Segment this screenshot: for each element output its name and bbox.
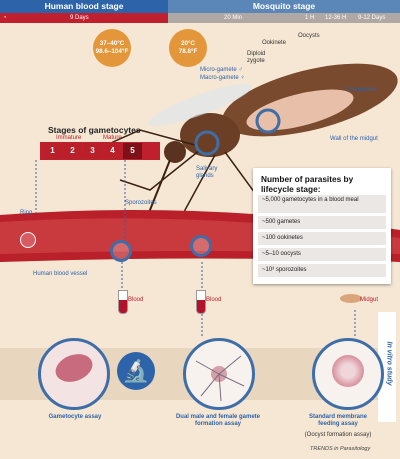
label-ookinete: Ookinete — [262, 40, 287, 46]
in-vitro-strip — [378, 312, 396, 422]
mosquito-head — [164, 141, 186, 163]
mosquito-midgut — [246, 89, 354, 131]
count-row-ookinetes: ~100 ookinetes — [258, 232, 386, 245]
exflagellation-icon — [195, 355, 245, 402]
human-stage-header: Human blood stage — [0, 0, 168, 13]
label-mature: Mature — [103, 135, 122, 141]
label-blood-2: Blood — [206, 297, 222, 303]
gametocyte-assay-caption: Gametocyte assay — [48, 414, 102, 420]
label-midgut: Midgut — [360, 297, 379, 303]
gametocyte-stages-title: Stages of gametocytes — [48, 125, 141, 135]
mosquito-leg — [119, 149, 201, 191]
clock-icon: ◔ — [3, 15, 7, 21]
oocyst-icon — [332, 355, 364, 387]
label-zygote: zygote — [247, 58, 265, 64]
ring-cell — [20, 232, 36, 248]
label-human-blood-vessel: Human blood vessel — [33, 271, 88, 277]
mosquito-wing — [148, 83, 252, 127]
microscope-icon: 🔬 — [122, 358, 150, 383]
blood-tube-1 — [118, 290, 128, 314]
duration-20min: 20 Min — [224, 15, 243, 21]
membrane-feeding-circle — [312, 338, 384, 410]
stage-3: 3 — [83, 143, 102, 159]
label-sporozoites-blood: Sporozoites — [125, 200, 157, 206]
blood-duration: 9 Days — [70, 15, 89, 21]
label-oocysts: Oocysts — [298, 33, 320, 39]
midgut-zoom-marker — [255, 108, 281, 134]
stage-4: 4 — [103, 143, 122, 159]
label-midgut-wall: Wall of the midgut — [330, 136, 378, 142]
label-immature: Immature — [56, 135, 82, 141]
duration-9-12days: 9-12 Days — [358, 15, 386, 21]
mosquito-temp-f: 78.8°F — [178, 48, 198, 55]
blood-sample-pin — [110, 240, 132, 262]
microscope-badge: 🔬 — [117, 352, 155, 390]
gamete-assay-caption: Dual male and female gamete formation as… — [175, 414, 261, 427]
blood-timeline: ◔ 9 Days — [0, 13, 168, 23]
parasite-count-box: Number of parasites by lifecycle stage: … — [253, 168, 391, 284]
label-blood-1: Blood — [128, 297, 144, 303]
duration-12-36h: 12-36 H — [325, 15, 347, 21]
mosquito-timeline: 20 Min 1 H 12-36 H 9-12 Days — [168, 13, 400, 23]
mosquito-stage-header: Mosquito stage — [168, 0, 400, 13]
duration-1h: 1 H — [305, 15, 315, 21]
label-glands: glands — [196, 173, 214, 179]
stage-1: 1 — [43, 143, 62, 159]
stage-2: 2 — [63, 143, 82, 159]
gamete-assay-circle — [183, 338, 255, 410]
count-row-gametocytes: ~5,000 gametocytes in a blood meal — [258, 195, 386, 213]
stage-5: 5 — [123, 143, 142, 159]
count-row-sporozoites: ~10³ sporozoites — [258, 264, 386, 277]
gametocyte-cell — [51, 349, 97, 387]
salivary-zoom-marker — [194, 130, 220, 156]
label-microgamete: Micro-gamete ♂ — [200, 67, 243, 73]
label-salivary: Salivary — [196, 166, 218, 172]
label-ring: Ring — [20, 210, 33, 216]
label-macrogamete: Macro-gamete ♀ — [200, 75, 245, 81]
mosquito-thorax — [180, 113, 240, 157]
blood-tube-2 — [196, 290, 206, 314]
oocyst-assay-caption: (Oocyst formation assay) — [304, 432, 372, 438]
in-vitro-label: In vitro study — [385, 341, 393, 386]
label-diploid: Diploid — [247, 51, 266, 57]
gametocyte-assay-circle — [38, 338, 110, 410]
footer-credit: TRENDS in Parasitology — [310, 446, 371, 452]
human-temp-f: 98.6–104°F — [95, 48, 129, 55]
mosquito-temp-c: 20°C — [180, 40, 196, 47]
gamete-sample-pin — [190, 235, 212, 257]
count-row-oocysts: ~5–10 oocysts — [258, 248, 386, 261]
midgut-sample — [340, 294, 362, 303]
count-row-gametes: ~500 gametes — [258, 216, 386, 229]
parasite-count-title: Number of parasites by lifecycle stage: — [261, 174, 354, 194]
label-sporozoites: Sporozoites — [345, 87, 377, 93]
human-temp-c: 37–40°C — [99, 40, 125, 47]
membrane-feeding-caption: Standard membrane feeding assay — [308, 414, 368, 427]
